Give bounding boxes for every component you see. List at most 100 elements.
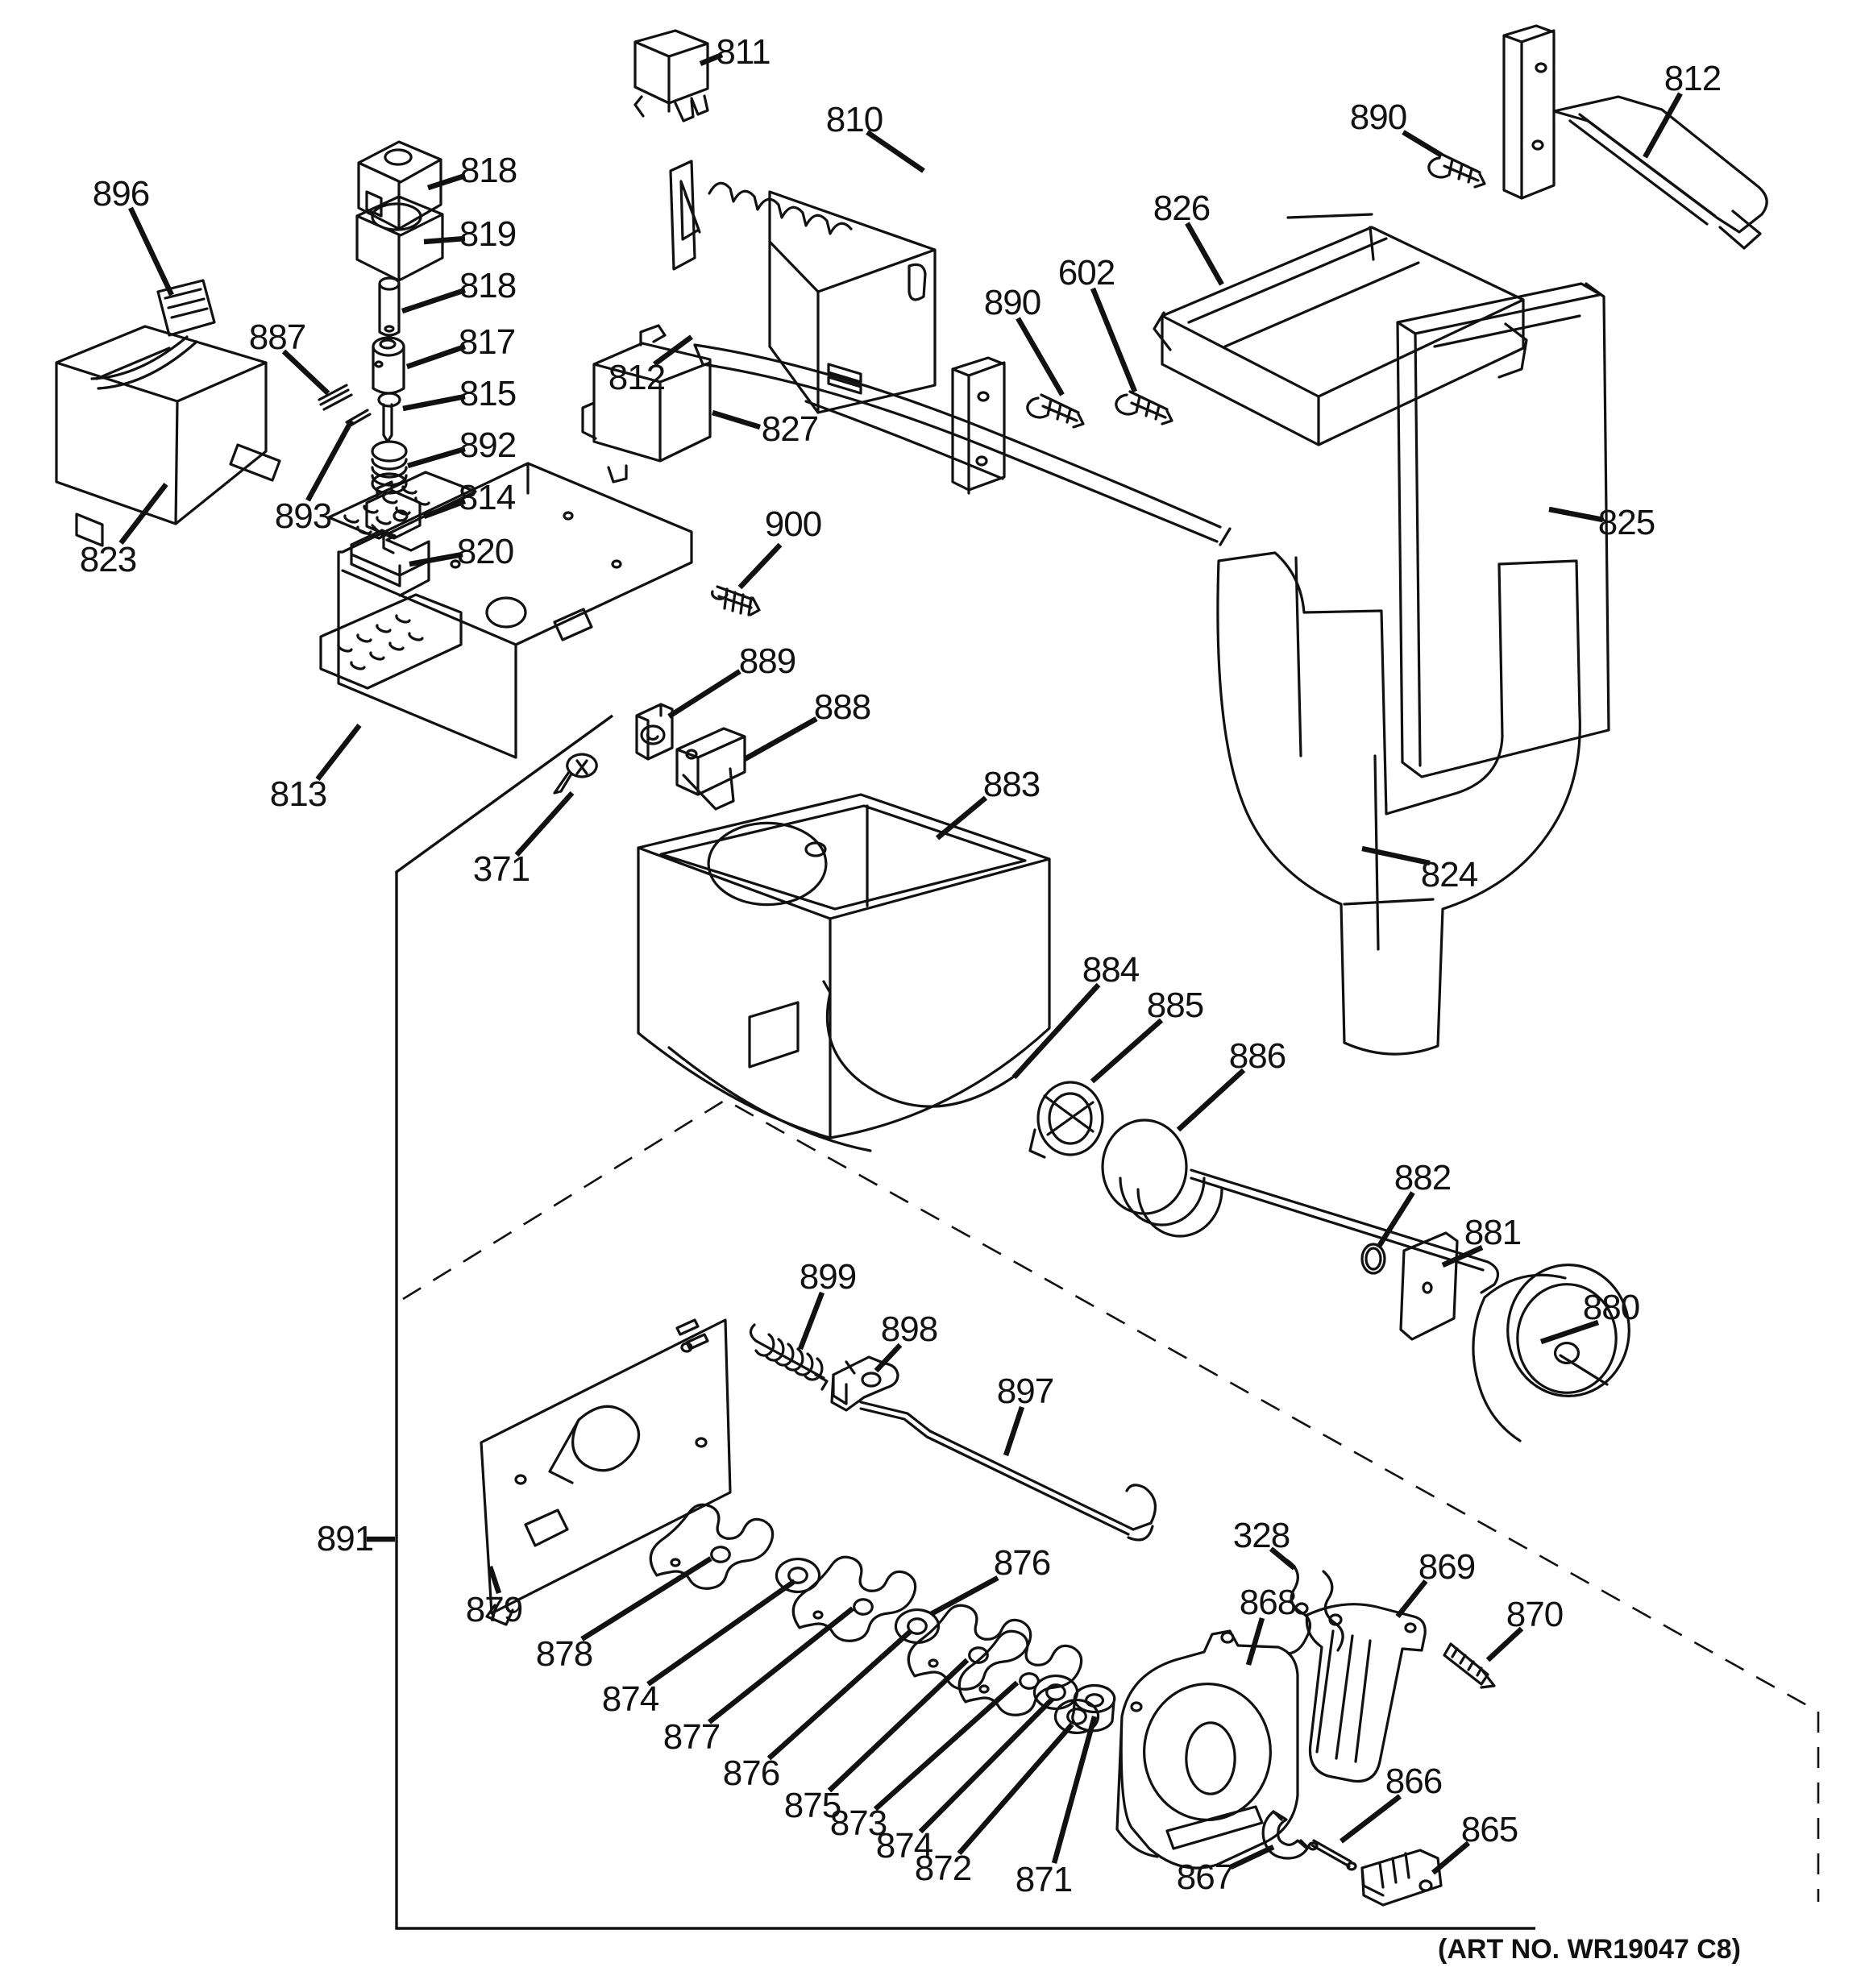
dashed-zone-border bbox=[402, 1098, 1819, 1713]
part-label-890m: 890 bbox=[984, 283, 1040, 322]
part-wire-arm-884 bbox=[822, 980, 1016, 1108]
part-bushing-871 bbox=[1071, 1683, 1116, 1733]
part-rod-897 bbox=[859, 1401, 1157, 1542]
part-label-819: 819 bbox=[459, 214, 516, 254]
part-label-886: 886 bbox=[1229, 1036, 1286, 1076]
part-spring-899 bbox=[749, 1323, 829, 1391]
part-screw-870 bbox=[1443, 1642, 1496, 1689]
part-label-883: 883 bbox=[983, 765, 1040, 804]
part-label-866: 866 bbox=[1385, 1762, 1442, 1801]
part-auger-spring-886 bbox=[1101, 1119, 1500, 1294]
part-wire-tray-826 bbox=[1153, 213, 1528, 446]
part-label-371: 371 bbox=[473, 849, 530, 889]
part-blade-875 bbox=[907, 1604, 1032, 1691]
part-blade-878 bbox=[649, 1503, 775, 1590]
leader-line-810 bbox=[866, 130, 925, 173]
leader-line-876b bbox=[766, 1629, 913, 1761]
part-ice-bucket-883 bbox=[637, 793, 1051, 1152]
leader-line-879 bbox=[487, 1565, 502, 1595]
part-label-872: 872 bbox=[915, 1849, 971, 1888]
part-cube-819 bbox=[355, 195, 444, 282]
part-label-818b: 818 bbox=[459, 266, 516, 305]
part-label-811: 811 bbox=[716, 32, 770, 72]
part-label-879: 879 bbox=[466, 1590, 522, 1629]
part-label-887: 887 bbox=[249, 317, 305, 357]
leader-line-892 bbox=[407, 446, 466, 469]
part-label-874a: 874 bbox=[602, 1679, 659, 1719]
part-label-867: 867 bbox=[1177, 1857, 1233, 1897]
leader-line-878 bbox=[580, 1556, 712, 1641]
part-washer-874b bbox=[1032, 1675, 1079, 1710]
leader-line-884 bbox=[1011, 982, 1101, 1080]
part-screw-900 bbox=[711, 585, 761, 616]
leader-line-898 bbox=[874, 1343, 903, 1373]
leader-line-890m bbox=[1016, 317, 1065, 396]
part-label-328: 328 bbox=[1233, 1516, 1290, 1555]
part-label-810: 810 bbox=[826, 100, 883, 139]
part-crusher-frame-869 bbox=[1305, 1603, 1427, 1783]
leader-line-825 bbox=[1548, 506, 1604, 523]
part-plate-flange-bottom bbox=[319, 593, 463, 690]
part-label-900: 900 bbox=[765, 504, 821, 544]
part-label-825: 825 bbox=[1598, 503, 1655, 542]
leader-line-882 bbox=[1376, 1191, 1415, 1249]
part-label-813: 813 bbox=[270, 774, 326, 814]
part-glass-panel-825 bbox=[1396, 282, 1610, 778]
part-label-823: 823 bbox=[80, 540, 136, 579]
assembly-bracket-891-line bbox=[395, 714, 1535, 1930]
leader-line-876u bbox=[929, 1575, 999, 1617]
part-label-880: 880 bbox=[1583, 1288, 1639, 1327]
part-label-896: 896 bbox=[93, 174, 149, 214]
leader-line-869 bbox=[1395, 1579, 1428, 1619]
leader-line-818a bbox=[426, 172, 467, 191]
leader-line-890tr bbox=[1402, 130, 1443, 158]
leader-line-873 bbox=[873, 1680, 1020, 1812]
part-label-874b: 874 bbox=[876, 1826, 933, 1866]
part-side-plate-879 bbox=[480, 1318, 732, 1626]
leader-line-823 bbox=[118, 483, 168, 545]
leader-line-893 bbox=[305, 419, 354, 502]
part-label-870: 870 bbox=[1506, 1595, 1563, 1634]
leader-line-813 bbox=[315, 724, 362, 781]
part-solenoid-cube-818 bbox=[357, 140, 442, 230]
part-screw-371 bbox=[553, 753, 598, 795]
leader-line-827 bbox=[712, 409, 761, 430]
leader-line-885 bbox=[1090, 1018, 1164, 1084]
part-pin-818 bbox=[378, 276, 401, 337]
part-gear-motor-823 bbox=[55, 325, 281, 547]
part-blade-881 bbox=[1399, 1231, 1459, 1341]
part-label-898: 898 bbox=[881, 1309, 937, 1349]
leader-line-899 bbox=[797, 1291, 825, 1351]
leader-line-824 bbox=[1361, 845, 1431, 866]
leader-line-874a bbox=[646, 1579, 796, 1687]
part-label-881: 881 bbox=[1464, 1213, 1521, 1252]
leader-line-897 bbox=[1003, 1405, 1025, 1457]
part-drum-880 bbox=[1472, 1264, 1630, 1442]
part-rail-812-mid bbox=[693, 343, 1232, 546]
part-mount-plate-813 bbox=[337, 462, 693, 759]
part-label-882: 882 bbox=[1394, 1158, 1451, 1197]
part-relay-827 bbox=[581, 324, 712, 484]
leader-line-874b bbox=[918, 1696, 1055, 1834]
leader-line-900 bbox=[737, 542, 783, 590]
leader-line-877 bbox=[707, 1606, 855, 1724]
part-label-865: 865 bbox=[1461, 1810, 1518, 1849]
part-cylinder-817 bbox=[372, 336, 405, 395]
leader-line-371 bbox=[514, 791, 575, 857]
part-label-891: 891 bbox=[317, 1519, 373, 1558]
leader-line-867 bbox=[1229, 1845, 1275, 1870]
leader-line-888 bbox=[743, 716, 818, 762]
part-label-873: 873 bbox=[830, 1803, 887, 1843]
part-label-812tr: 812 bbox=[1664, 59, 1721, 98]
part-pin-887 bbox=[318, 384, 353, 411]
part-label-876u: 876 bbox=[994, 1543, 1050, 1583]
part-wire-328 bbox=[1286, 1558, 1344, 1655]
part-bucket-cover-824 bbox=[1216, 551, 1581, 1056]
leader-line-820 bbox=[409, 551, 463, 567]
part-screw-890-top-right bbox=[1427, 153, 1486, 189]
part-label-826: 826 bbox=[1153, 189, 1210, 228]
leader-line-880 bbox=[1539, 1319, 1600, 1345]
part-label-885: 885 bbox=[1147, 986, 1203, 1025]
part-label-820: 820 bbox=[457, 532, 513, 571]
part-ramp-865 bbox=[1360, 1849, 1443, 1907]
